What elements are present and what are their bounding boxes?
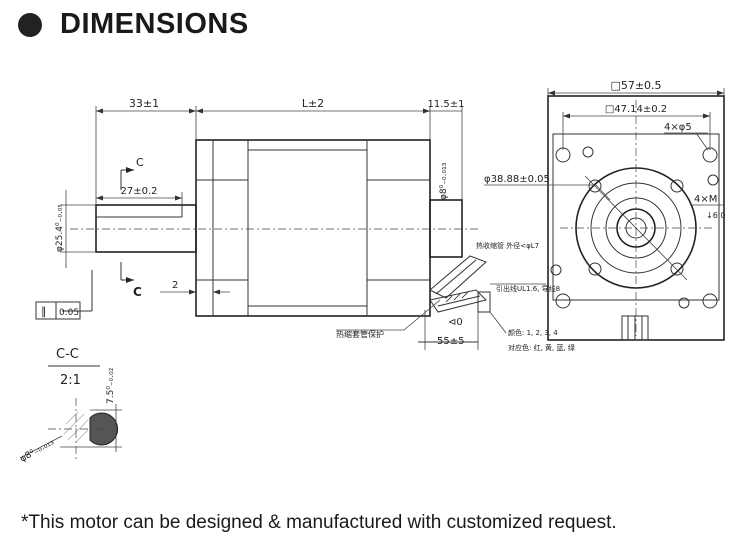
section-scale: 2:1 <box>60 373 81 388</box>
footnote: *This motor can be designed & manufactur… <box>21 512 617 533</box>
cable-note-4: 颜色: 1, 2, 3, 4 <box>508 328 558 337</box>
heading-title: DIMENSIONS <box>60 8 249 40</box>
section-label: C-C <box>56 347 79 362</box>
dim-side-holes: 4×M <box>694 194 717 205</box>
dim-hole-spacing: □47.14±0.2 <box>605 104 667 115</box>
bullet-icon <box>18 12 42 37</box>
section-mark-bottom: C <box>133 285 142 299</box>
section-dim-dia: φ8⁰₋₀.₀₁₃ <box>19 437 57 465</box>
cable-note-2: 热收缩管 外径<φL7 <box>476 241 539 250</box>
dim-gap: 2 <box>172 280 178 291</box>
section-dim-flat: 7.5⁰₋₀.₀₂ <box>106 367 116 404</box>
front-view: □57±0.5 □47.14±0.2 φ38.88 <box>484 79 725 341</box>
lead-length: 55±5 <box>437 336 464 347</box>
dim-rear: 11.5±1 <box>427 99 464 110</box>
angle-symbol: ⊲0 <box>448 317 463 328</box>
dim-body-length: L±2 <box>302 97 324 110</box>
tolerance-symbol: ∥ <box>41 305 47 318</box>
section-mark-top: C <box>136 156 144 169</box>
cable-note-5: 对应色: 红, 黄, 蓝, 绿 <box>508 343 575 352</box>
dim-pilot: φ38.88±0.05 <box>484 174 550 185</box>
dim-shaft-length: 33±1 <box>129 97 159 110</box>
tolerance-frame: 0.05 <box>59 308 79 318</box>
section-heading: DIMENSIONS <box>18 8 249 41</box>
side-view: 33±1 L±2 11.5±1 27±0.2 φ25.4⁰₋₀.₀₅ <box>35 97 575 352</box>
section-cc: C-C 2:1 7.5⁰₋₀.₀₂ φ8⁰₋₀.₀₁₃ <box>19 347 122 465</box>
dim-square: □57±0.5 <box>610 79 661 92</box>
dim-flat-length: 27±0.2 <box>120 186 157 197</box>
cable-note-3: 引出线UL1.6, 导线8 <box>496 284 560 293</box>
dim-rear-shaft: φ8⁰₋₀.₀₁₃ <box>439 162 449 200</box>
cable-note-1: 热缩套管保护 <box>336 329 384 339</box>
dim-holes: 4×φ5 <box>664 122 692 133</box>
dim-depth: ↓6.0 <box>706 211 725 220</box>
dim-shaft-dia: φ25.4⁰₋₀.₀₅ <box>55 204 65 252</box>
